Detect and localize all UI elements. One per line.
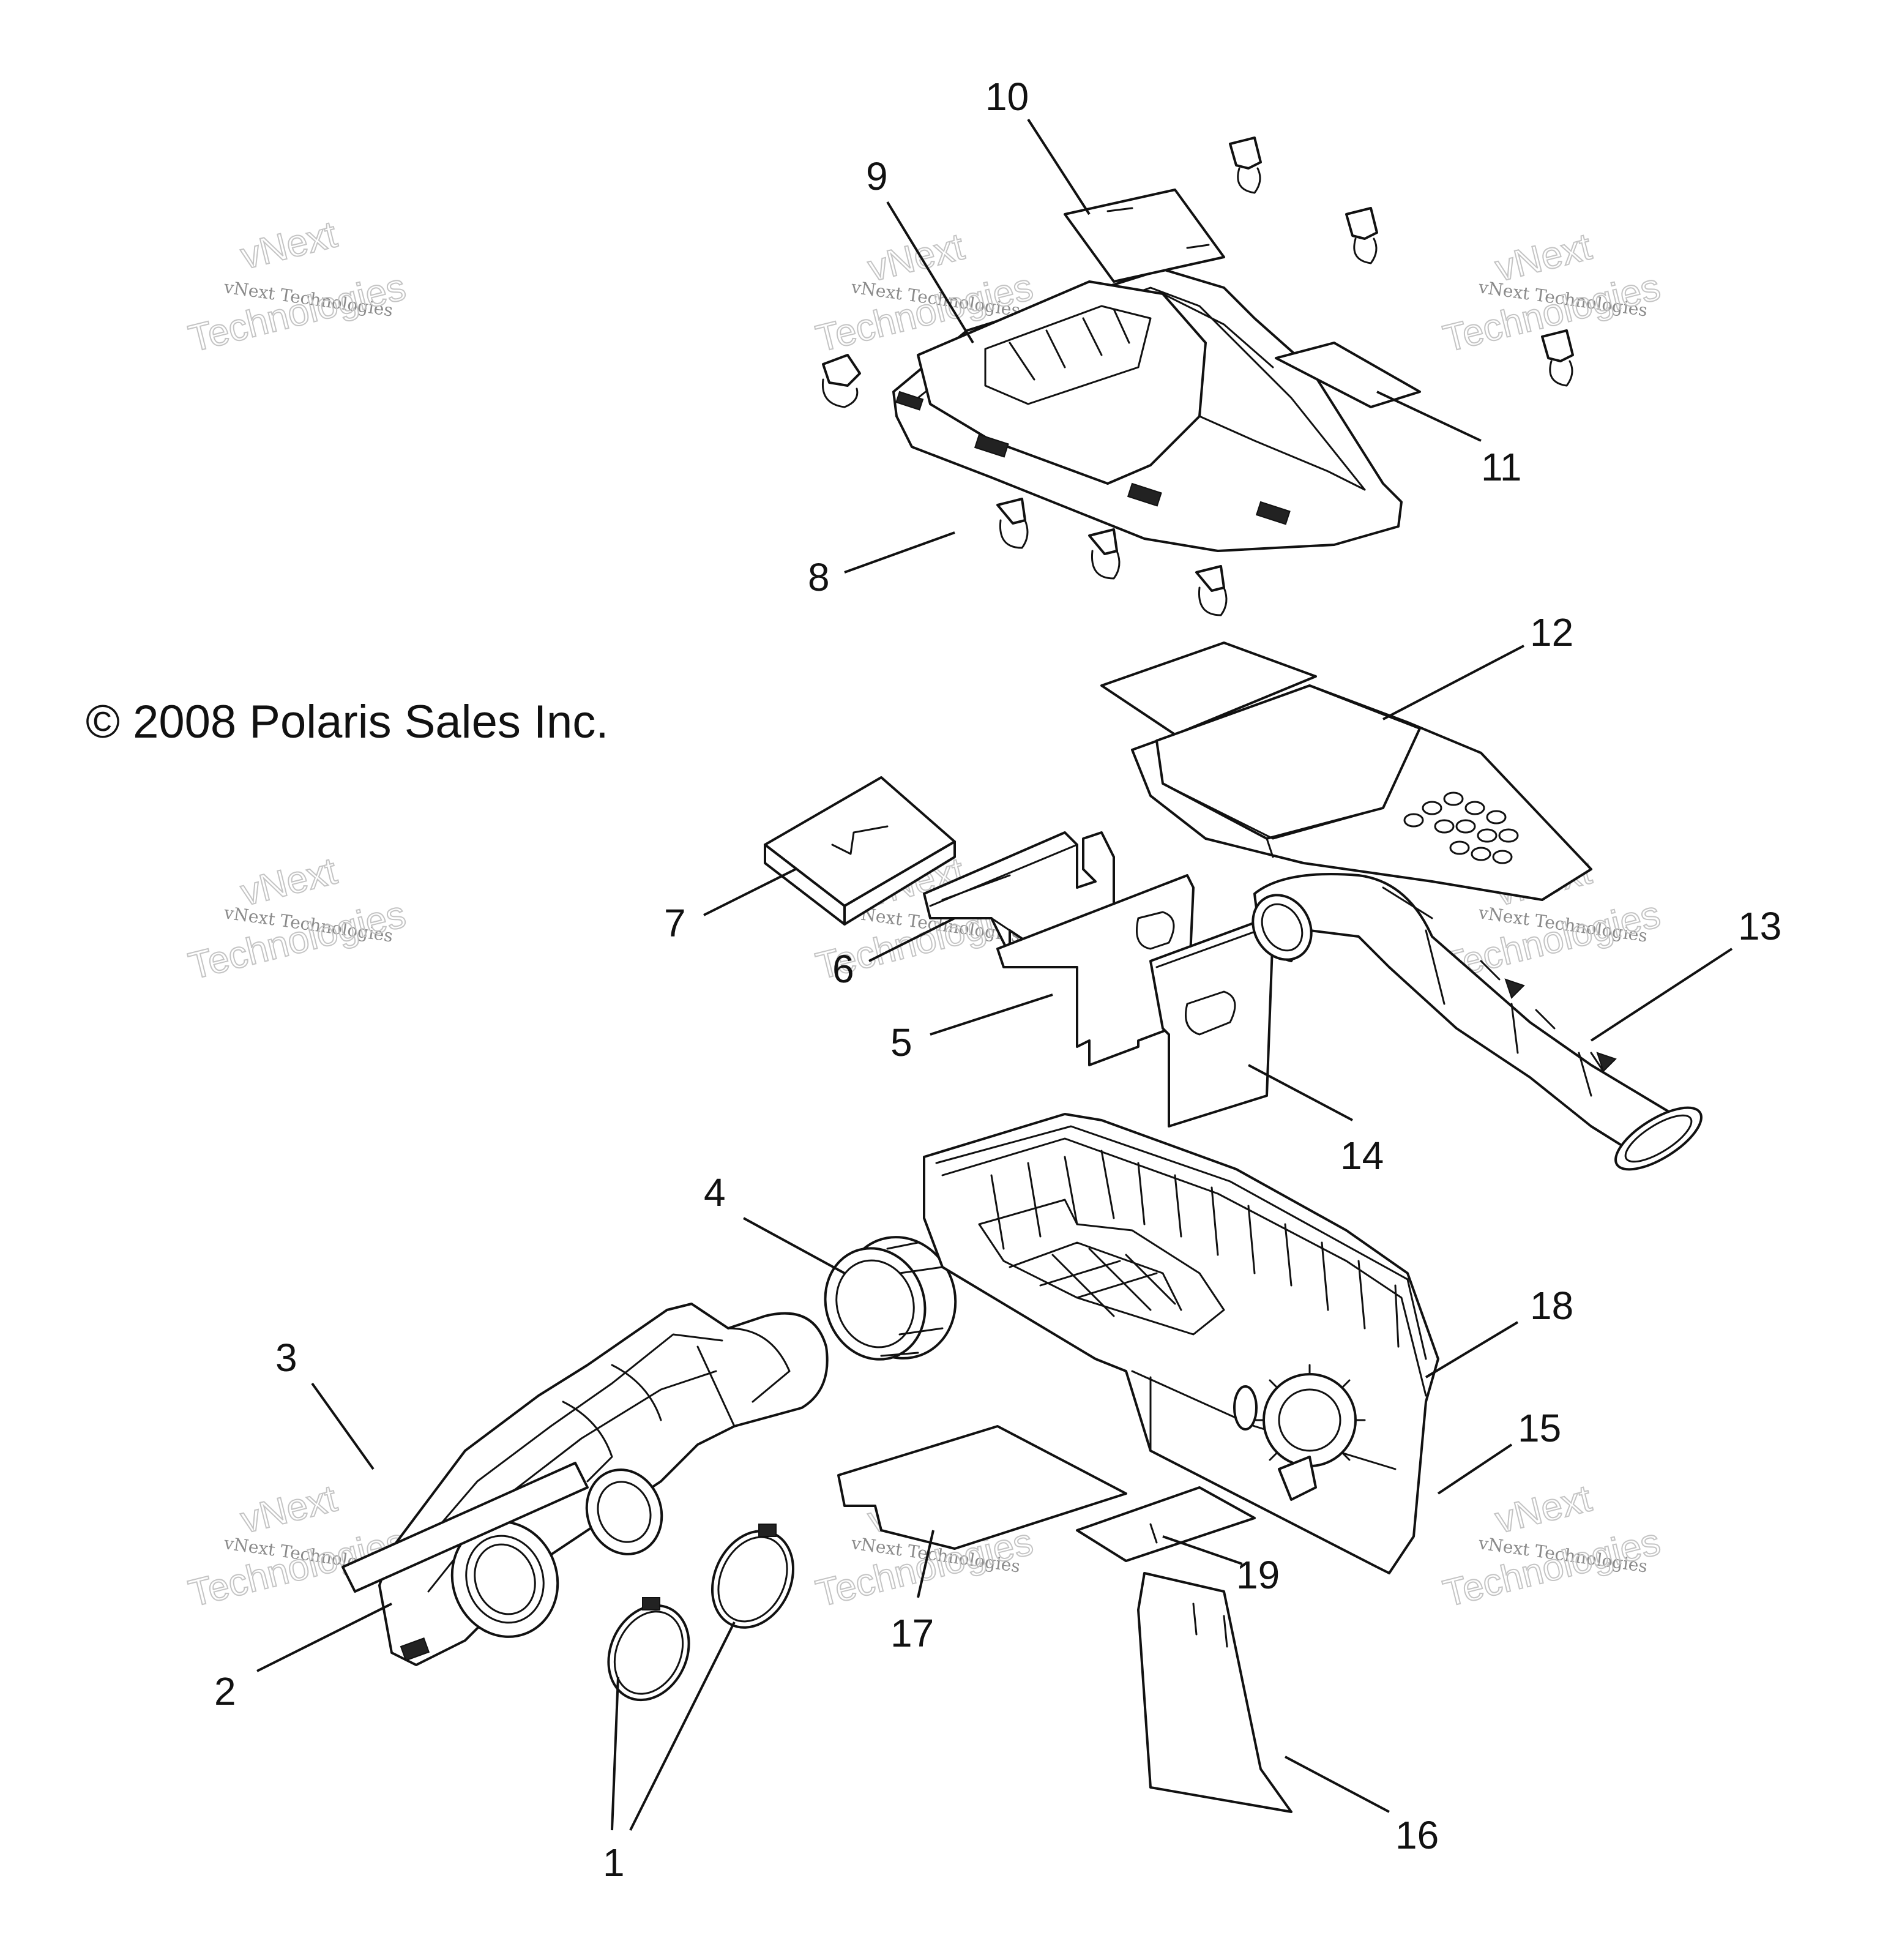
- leader-13: [1590, 948, 1733, 1042]
- watermark-big-bottom: Technologies: [1439, 1520, 1665, 1615]
- copyright-notice: © 2008 Polaris Sales Inc.: [86, 696, 608, 748]
- callout-9: 9: [866, 154, 888, 198]
- watermark-big-top: vNext: [1491, 1477, 1595, 1541]
- callout-13: 13: [1738, 904, 1781, 948]
- callout-2: 2: [214, 1669, 236, 1713]
- callout-12: 12: [1530, 610, 1573, 654]
- watermark-top-left: vNext vNext Technologies Technologies: [184, 212, 411, 361]
- leader-17: [917, 1530, 934, 1598]
- leader-4: [743, 1217, 845, 1274]
- callout-5: 5: [890, 1020, 912, 1064]
- part-decal-top: [1064, 189, 1225, 283]
- leader-11: [1376, 391, 1482, 442]
- callout-8: 8: [808, 555, 830, 599]
- part-label-small: [1076, 1486, 1256, 1562]
- watermark-bottom-right: vNext vNext Technologies Technologies: [1439, 1476, 1665, 1615]
- leader-19: [1162, 1535, 1243, 1565]
- watermark-big-top: vNext: [237, 213, 341, 277]
- part-warning-label: [1137, 1572, 1292, 1813]
- leader-16: [1285, 1756, 1390, 1813]
- watermark-middle-left: vNext vNext Technologies Technologies: [184, 849, 411, 988]
- part-intake-duct: [1251, 873, 1703, 1171]
- leader-7: [703, 868, 796, 916]
- callout-6: 6: [832, 947, 854, 991]
- leader-1a: [611, 1677, 619, 1831]
- leader-14: [1248, 1064, 1353, 1121]
- leader-15: [1437, 1443, 1513, 1495]
- callout-7: 7: [664, 901, 686, 945]
- callout-19: 19: [1236, 1553, 1280, 1597]
- callout-10: 10: [985, 75, 1029, 119]
- part-foam-pad: [764, 776, 956, 926]
- callout-16: 16: [1395, 1813, 1439, 1857]
- part-gasket-sheet: [837, 1425, 1127, 1550]
- part-airbox-base: [923, 1113, 1439, 1574]
- part-hose-clamps: [607, 1524, 795, 1702]
- part-coupler: [824, 1236, 957, 1361]
- leader-10: [1027, 118, 1091, 215]
- leader-2: [256, 1603, 392, 1672]
- leader-5: [930, 993, 1053, 1036]
- callout-18: 18: [1530, 1284, 1573, 1328]
- part-divider-panel: [996, 874, 1195, 1066]
- callout-1: 1: [603, 1841, 625, 1885]
- part-airbox-lid: [892, 268, 1403, 552]
- part-air-filter-plate: [1100, 641, 1592, 901]
- leader-12: [1382, 645, 1524, 720]
- callout-14: 14: [1340, 1134, 1384, 1178]
- callout-3: 3: [275, 1336, 297, 1380]
- leader-8: [844, 531, 955, 574]
- leader-lines: [256, 118, 1733, 1831]
- leader-1b: [629, 1621, 736, 1831]
- watermark-bottom-left: vNext vNext Technologies Technologies: [184, 1476, 411, 1615]
- watermark-big-bottom: Technologies: [185, 266, 410, 361]
- watermark-big-top: vNext: [237, 850, 341, 914]
- watermark-big-top: vNext: [237, 1477, 341, 1541]
- part-decal-side: [1275, 342, 1421, 408]
- callout-17: 17: [890, 1611, 934, 1655]
- part-latch-clips: [821, 137, 1574, 616]
- watermark-big-bottom: Technologies: [185, 893, 410, 988]
- filter-holes: [1403, 791, 1519, 864]
- callout-15: 15: [1518, 1406, 1561, 1450]
- callout-numbers: 1 2 3 4 5 6 7 8 9 10 11 12 13 14 15 16 1…: [214, 75, 1781, 1885]
- leader-9: [886, 201, 974, 344]
- callout-4: 4: [704, 1170, 726, 1214]
- callout-11: 11: [1481, 445, 1521, 489]
- leader-6: [868, 917, 955, 962]
- leader-18: [1425, 1321, 1519, 1378]
- leader-3: [311, 1382, 375, 1470]
- part-intake-housing: [341, 1303, 829, 1666]
